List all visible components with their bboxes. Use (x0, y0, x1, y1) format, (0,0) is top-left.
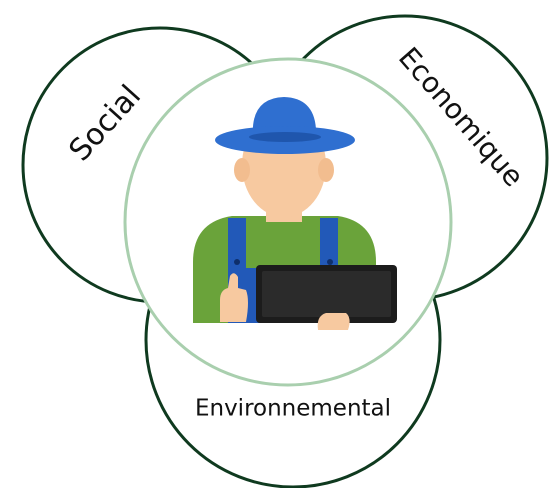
farmer-right-hand (317, 313, 350, 330)
farmer-left-hand (220, 273, 248, 322)
farmer-with-tablet-icon (193, 97, 397, 330)
environmental-label: Environnemental (195, 396, 391, 422)
